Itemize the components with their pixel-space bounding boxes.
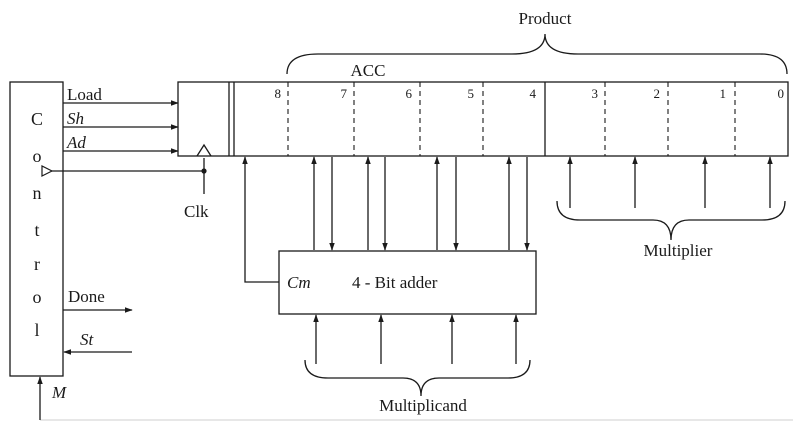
clock-input-triangle <box>196 143 212 157</box>
bit-number: 2 <box>654 86 661 101</box>
m-label: M <box>51 383 67 402</box>
control-box <box>9 81 64 377</box>
control-letter: t <box>34 220 39 240</box>
multiplier-label: Multiplier <box>644 241 713 260</box>
product-label: Product <box>519 9 572 28</box>
bit-number: 0 <box>778 86 785 101</box>
carry-line <box>242 156 279 283</box>
control-letters: C o n t r o l <box>31 109 43 340</box>
cm-label: Cm <box>287 273 311 292</box>
done-label: Done <box>68 287 105 306</box>
sh-label: Sh <box>67 109 84 128</box>
bit-number: 6 <box>406 86 413 101</box>
acc-label: ACC <box>351 61 386 80</box>
st-label: St <box>80 330 95 349</box>
multiplicand-label: Multiplicand <box>379 396 467 415</box>
clk-label: Clk <box>184 202 209 221</box>
control-letter: n <box>33 183 42 203</box>
control-letter: l <box>34 320 39 340</box>
adder-label: 4 - Bit adder <box>352 273 438 292</box>
control-letter: r <box>34 254 40 274</box>
bit-number: 3 <box>592 86 599 101</box>
bit-number: 4 <box>530 86 537 101</box>
load-label: Load <box>67 85 102 104</box>
multiplicand-brace <box>304 359 531 397</box>
control-letter: C <box>31 109 43 129</box>
product-brace <box>286 33 788 75</box>
control-letter: o <box>33 287 42 307</box>
bit-number: 1 <box>720 86 727 101</box>
ad-label: Ad <box>66 133 86 152</box>
bit-number: 8 <box>275 86 282 101</box>
bit-number: 7 <box>341 86 348 101</box>
bit-number: 5 <box>468 86 475 101</box>
control-letter: o <box>33 146 42 166</box>
multiplier-brace <box>556 200 786 241</box>
clock-junction-dot <box>201 168 207 174</box>
